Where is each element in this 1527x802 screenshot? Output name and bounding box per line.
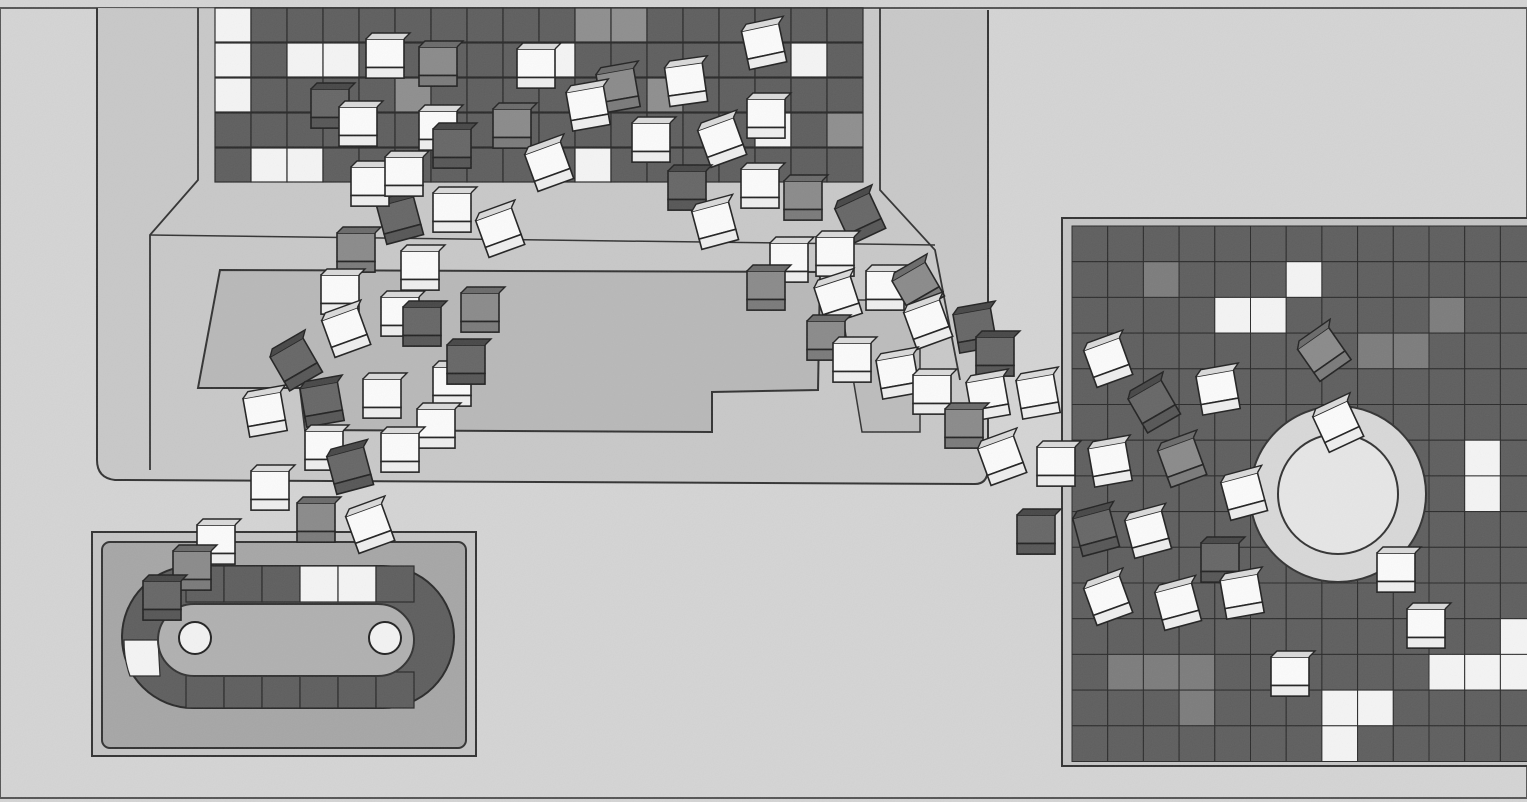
- illustration-scene: [0, 0, 1527, 802]
- paper-grain: [0, 0, 1527, 802]
